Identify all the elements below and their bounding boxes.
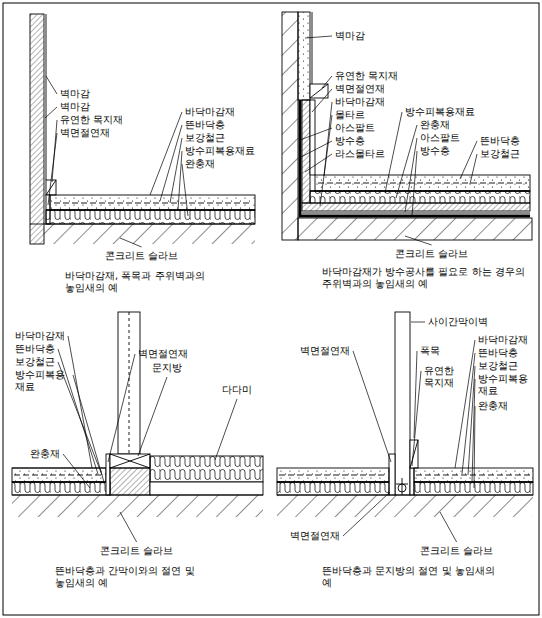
material-label: 몰타르 [335, 109, 365, 121]
material-label: 바닥마감재 [335, 96, 385, 108]
leader-line [138, 377, 167, 456]
material-label: 뜬바닥층 [15, 343, 55, 355]
material-label: 뜬바닥층 [480, 135, 520, 147]
material-label: 벽면절연재 [290, 530, 340, 542]
figure-caption: 뜬바닥층과 간막이와의 절연 및 놓임새의 예 [55, 565, 230, 589]
leader-line [150, 112, 182, 195]
leader-line [45, 107, 57, 118]
material-label: 아스팔트 [335, 122, 375, 134]
material-label: 뜬바닥층 [185, 119, 225, 131]
panel-4 [277, 312, 533, 517]
leader-line [474, 406, 475, 488]
material-label: 완충재 [478, 400, 508, 412]
leader-line [305, 154, 332, 172]
leader-line [312, 89, 332, 112]
leader-line [470, 154, 477, 184]
material-label: 벽면절연재 [335, 83, 385, 95]
material-label: 보강철근 [15, 356, 55, 368]
material-label: 벽마감 [60, 88, 90, 100]
leader-line [305, 36, 332, 38]
material-label: 보강철근 [185, 132, 225, 144]
material-label: 바닥마감재 [15, 330, 65, 342]
material-label: 벽마감 [60, 101, 90, 113]
leader-line [411, 322, 425, 323]
leader-line [160, 125, 182, 201]
leader-line [178, 151, 182, 210]
material-label: 문지방 [152, 362, 182, 374]
material-label: 사이간막이벽 [428, 316, 488, 328]
material-label: 유연한 목지재 [60, 114, 123, 126]
material-label: 콘크리트 슬라브 [395, 248, 468, 260]
material-label: 유연한 목지재 [424, 365, 460, 389]
leader-line [412, 371, 421, 466]
leader-line [68, 336, 92, 468]
frame [3, 3, 539, 615]
leader-line [46, 76, 57, 94]
leader-line [414, 351, 417, 438]
leader-line [73, 375, 104, 482]
leader-line [396, 125, 417, 198]
leader-line [108, 354, 135, 462]
leader-line [215, 399, 237, 460]
material-label: 뜬바닥층 [478, 347, 518, 359]
material-label: 콘크리트 슬라브 [420, 545, 493, 557]
material-label: 라스몰타르 [335, 148, 385, 160]
panel-1 [30, 14, 255, 244]
material-label: 바닥마감재 [185, 106, 235, 118]
leader-line [343, 492, 390, 536]
material-label: 벽면절연재 [60, 127, 110, 139]
material-label: 완충재 [420, 119, 450, 131]
leader-line [460, 141, 477, 179]
material-label: 방수층 [420, 145, 450, 157]
material-label: 완충재 [185, 158, 215, 170]
material-label: 콘크리트 슬라브 [105, 250, 178, 262]
material-label: 아스팔트 [420, 132, 460, 144]
material-label: 방수피복용 재료 [478, 373, 533, 397]
material-label: 보강철근 [478, 360, 518, 372]
leader-line [300, 128, 332, 140]
material-label: 바닥마감재 [478, 334, 528, 346]
material-label: 방수피복용 재료 [15, 369, 70, 393]
material-label: 방수피복용재료 [405, 106, 475, 118]
material-label: 유연한 목지재 [335, 70, 398, 82]
material-label: 폭목 [420, 345, 440, 357]
leader-line [322, 76, 332, 88]
leader-line [182, 164, 188, 216]
leader-line [412, 151, 417, 216]
material-label: 방수피복용재료 [185, 145, 255, 157]
panel-2 [282, 12, 532, 240]
material-label: 벽마감 [335, 30, 365, 42]
material-label: 다다미 [222, 384, 252, 396]
material-label: 완충재 [30, 448, 60, 460]
leader-line [48, 133, 57, 205]
leader-line [63, 454, 90, 488]
leader-line [353, 351, 391, 462]
material-label: 콘크리트 슬라브 [100, 545, 173, 557]
leader-line [385, 112, 402, 193]
material-label: 벽면절연재 [138, 348, 188, 360]
material-label: 보강철근 [480, 148, 520, 160]
figure-caption: 바닥마감재가 방수공사를 필요로 하는 경우의 주위벽과의 놓임새의 예 [322, 266, 527, 290]
panel-3 [12, 312, 263, 517]
material-label: 벽면절연재 [300, 345, 350, 357]
leader-line [405, 236, 432, 245]
leader-line [301, 141, 332, 157]
leader-line [120, 238, 142, 247]
figure-caption: 바닥마감재, 폭목과 주위벽과의 놓임새의 예 [65, 270, 225, 294]
leader-line [440, 512, 457, 542]
material-label: 방수층 [335, 135, 365, 147]
leader-line [120, 512, 137, 542]
figure-caption: 뜬바닥층과 문지방의 절연 및 놓임새의 예 [322, 565, 497, 589]
leader-line [170, 138, 182, 203]
